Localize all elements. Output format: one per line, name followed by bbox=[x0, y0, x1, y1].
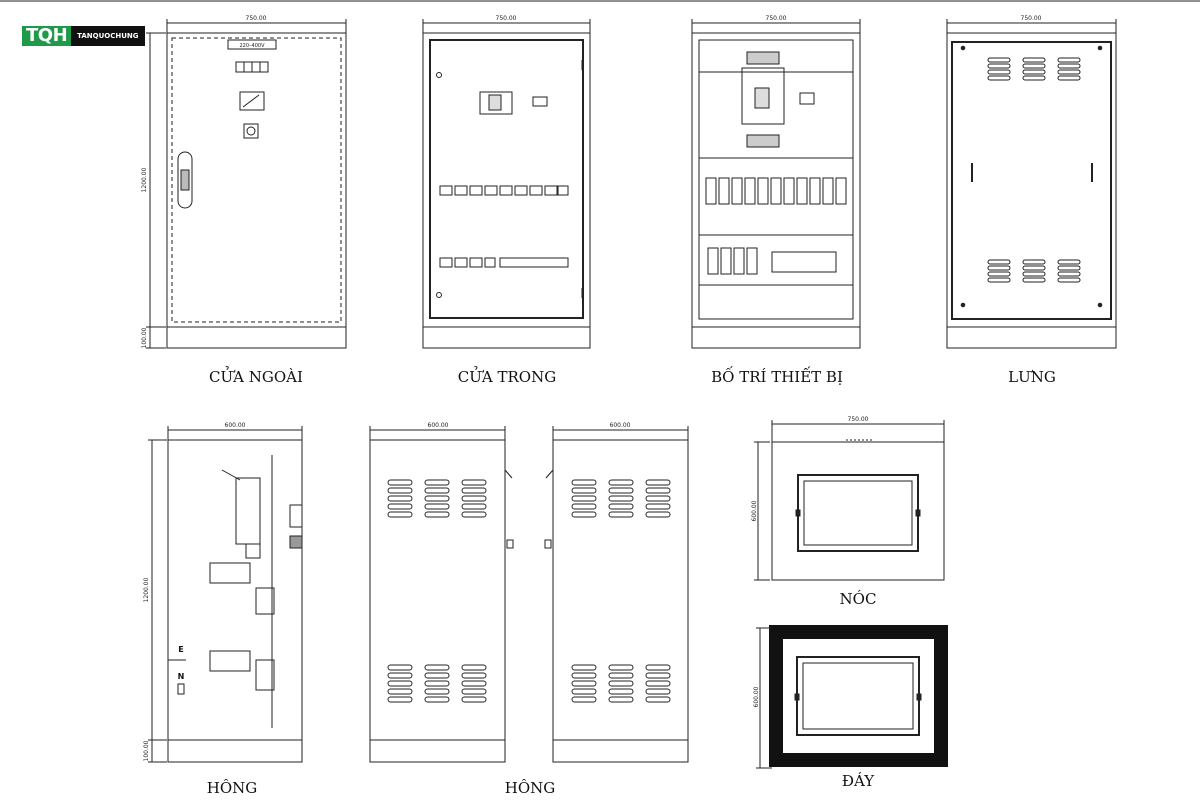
side-section-view bbox=[148, 426, 303, 763]
caption-bottom: ĐÁY bbox=[842, 772, 875, 790]
roof-cutout bbox=[797, 474, 919, 552]
equipment-cabinet-body bbox=[691, 32, 861, 328]
main-circuit-breaker bbox=[741, 67, 785, 125]
back-view bbox=[946, 19, 1117, 349]
meter-cutout bbox=[532, 96, 548, 107]
mcb-side-lower bbox=[209, 650, 251, 672]
side-cabinet-body bbox=[167, 439, 303, 741]
roof-panel bbox=[771, 441, 945, 581]
gland-plate-cutout bbox=[796, 656, 920, 736]
nameplate bbox=[227, 39, 277, 50]
base-dimension: 100.00 bbox=[143, 740, 150, 761]
bottom-frame bbox=[769, 625, 948, 767]
vent-slots-left-lower bbox=[387, 664, 487, 703]
selector-switch bbox=[243, 123, 259, 139]
breaker-row-lower bbox=[439, 257, 569, 268]
cabinet-plinth bbox=[946, 326, 1117, 349]
back-panel bbox=[951, 41, 1112, 320]
nameplate-text: 220–400V bbox=[239, 43, 265, 49]
vent-slots-upper bbox=[987, 57, 1081, 81]
main-breaker-side bbox=[235, 477, 261, 545]
mounting-plate bbox=[698, 39, 854, 320]
vent-slots-right-upper bbox=[571, 479, 671, 518]
breaker-row-upper bbox=[439, 185, 569, 196]
mcb-side-upper bbox=[209, 562, 251, 584]
top-view bbox=[754, 420, 945, 581]
inner-cabinet-body bbox=[422, 32, 591, 328]
breaker-cutout bbox=[479, 91, 513, 115]
door-gasket-outline bbox=[171, 37, 342, 323]
depth-dimension: 600.00 bbox=[751, 500, 758, 521]
caption-front-inner: CỬA TRONG bbox=[458, 366, 556, 386]
mcb-row-lower bbox=[707, 247, 837, 275]
front-outer-view bbox=[146, 19, 347, 349]
height-dimension: 1200.00 bbox=[141, 167, 148, 192]
width-dimension: 600.00 bbox=[225, 422, 246, 429]
cabinet-plinth bbox=[167, 739, 303, 763]
caption-equipment: BỐ TRÍ THIẾT BỊ bbox=[711, 366, 843, 386]
width-dimension-right: 600.00 bbox=[610, 422, 631, 429]
height-dimension: 1200.00 bbox=[143, 577, 150, 602]
cabinet-plinth bbox=[166, 326, 347, 349]
vent-slots-right-lower bbox=[571, 664, 671, 703]
neutral-label: N bbox=[178, 672, 185, 681]
side-panels-view bbox=[369, 426, 689, 763]
base-dimension: 100.00 bbox=[141, 327, 148, 348]
earth-label: E bbox=[178, 645, 183, 654]
inner-door-panel bbox=[429, 39, 584, 319]
logo-mark: TQH bbox=[22, 26, 72, 46]
cabinet-plinth bbox=[369, 739, 506, 763]
cabinet-plinth bbox=[552, 739, 689, 763]
width-dimension-left: 600.00 bbox=[428, 422, 449, 429]
logo-wordmark: TANQUOCHUNG bbox=[71, 26, 145, 46]
door-handle bbox=[177, 151, 193, 209]
depth-dimension: 600.00 bbox=[753, 686, 760, 707]
width-dimension: 750.00 bbox=[766, 15, 787, 22]
caption-back: LƯNG bbox=[1008, 368, 1056, 386]
caption-side-section: HÔNG bbox=[207, 779, 258, 797]
caption-front-outer: CỬA NGOÀI bbox=[209, 366, 303, 386]
cabinet-plinth bbox=[691, 326, 861, 349]
outer-cabinet-body bbox=[166, 32, 347, 328]
equipment-layout-view bbox=[691, 19, 861, 349]
vent-slots-left-upper bbox=[387, 479, 487, 518]
caption-top: NÓC bbox=[840, 590, 877, 608]
mcb-row-upper bbox=[705, 177, 847, 205]
caption-side-panels: HÔNG bbox=[505, 779, 556, 797]
width-dimension: 750.00 bbox=[496, 15, 517, 22]
cabinet-plinth bbox=[422, 326, 591, 349]
energy-meter bbox=[799, 92, 815, 105]
width-dimension: 750.00 bbox=[246, 15, 267, 22]
terminal-block bbox=[771, 251, 837, 273]
front-inner-view bbox=[422, 19, 591, 349]
vent-slots-lower bbox=[987, 259, 1081, 283]
brand-logo: TQH TANQUOCHUNG bbox=[22, 26, 145, 46]
busbar-terminals bbox=[746, 51, 780, 65]
bottom-view bbox=[756, 625, 948, 769]
voltmeter bbox=[239, 91, 265, 111]
width-dimension: 750.00 bbox=[848, 416, 869, 423]
width-dimension: 750.00 bbox=[1021, 15, 1042, 22]
